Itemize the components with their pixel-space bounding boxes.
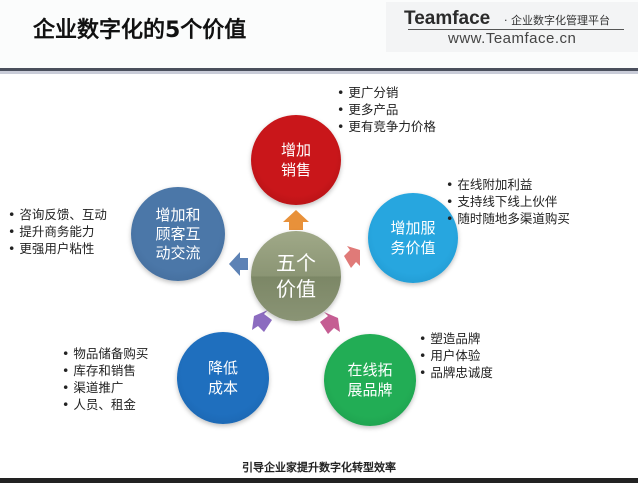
arrow-right-icon <box>344 246 360 268</box>
arrow-left-icon <box>229 252 248 276</box>
interaction-bullets: 咨询反馈、互动 提升商务能力 更强用户粘性 <box>8 206 107 257</box>
node-label: 增加和 <box>155 205 201 224</box>
node-increase-service-value: 增加服务价值 <box>368 193 458 283</box>
header-divider <box>0 68 638 71</box>
node-five-values-center: 五个价值 <box>251 231 341 321</box>
footer-caption: 引导企业家提升数字化转型效率 <box>242 461 396 474</box>
sales-bullets: 更广分销 更多产品 更有竞争力价格 <box>337 84 436 135</box>
bullet-item: 品牌忠诚度 <box>419 364 493 381</box>
bullet-item: 提升商务能力 <box>8 223 107 240</box>
cost-bullets: 物品储备购买 库存和销售 渠道推广 人员、租金 <box>62 345 148 413</box>
arrow-down-left-icon <box>252 310 272 332</box>
node-reduce-cost: 降低成本 <box>177 332 269 424</box>
node-label: 增加 <box>280 141 311 159</box>
node-label: 销售 <box>280 161 311 179</box>
bullet-item: 渠道推广 <box>62 379 148 396</box>
service-bullets: 在线附加利益 支持线下线上伙伴 随时随地多渠道购买 <box>446 176 570 227</box>
node-label: 成本 <box>207 379 238 397</box>
node-label: 务价值 <box>390 239 436 257</box>
node-customer-interaction: 增加和顾客互动交流 <box>131 187 225 281</box>
brand-logo: Teamface · 企业数字化管理平台 www.Teamface.cn <box>386 2 638 52</box>
arrow-up-icon <box>283 210 309 230</box>
bottom-bar <box>0 478 638 483</box>
bullet-item: 在线附加利益 <box>446 176 570 193</box>
bullet-item: 支持线下线上伙伴 <box>446 193 570 210</box>
bullet-item: 更广分销 <box>337 84 436 101</box>
bullet-item: 人员、租金 <box>62 396 148 413</box>
brand-rule <box>408 29 624 30</box>
bullet-item: 随时随地多渠道购买 <box>446 210 570 227</box>
header-divider-shadow <box>0 71 638 74</box>
brand-name: Teamface <box>404 8 491 29</box>
bullet-item: 更有竞争力价格 <box>337 118 436 135</box>
bullet-item: 咨询反馈、互动 <box>8 206 107 223</box>
header: 企业数字化的5个价值 Teamface · 企业数字化管理平台 www.Team… <box>0 0 638 68</box>
center-label: 五个 <box>276 251 316 275</box>
center-label: 价值 <box>276 277 316 301</box>
node-label: 动交流 <box>155 243 201 262</box>
node-online-brand: 在线拓展品牌 <box>324 334 416 426</box>
bullet-item: 更多产品 <box>337 101 436 118</box>
bullet-item: 物品储备购买 <box>62 345 148 362</box>
bullet-item: 更强用户粘性 <box>8 240 107 257</box>
brand-tagline: · 企业数字化管理平台 <box>504 14 610 27</box>
node-label: 降低 <box>207 359 238 377</box>
node-label: 增加服 <box>390 219 436 237</box>
bullet-item: 用户体验 <box>419 347 493 364</box>
node-label: 顾客互 <box>155 224 201 243</box>
bullet-item: 库存和销售 <box>62 362 148 379</box>
brand-bullets: 塑造品牌 用户体验 品牌忠诚度 <box>419 330 493 381</box>
node-increase-sales: 增加销售 <box>251 115 341 205</box>
node-label: 在线拓 <box>347 361 393 379</box>
arrow-down-right-icon <box>320 312 340 334</box>
node-label: 展品牌 <box>347 381 393 399</box>
bullet-item: 塑造品牌 <box>419 330 493 347</box>
page-title: 企业数字化的5个价值 <box>33 18 247 43</box>
brand-url: www.Teamface.cn <box>448 30 577 47</box>
